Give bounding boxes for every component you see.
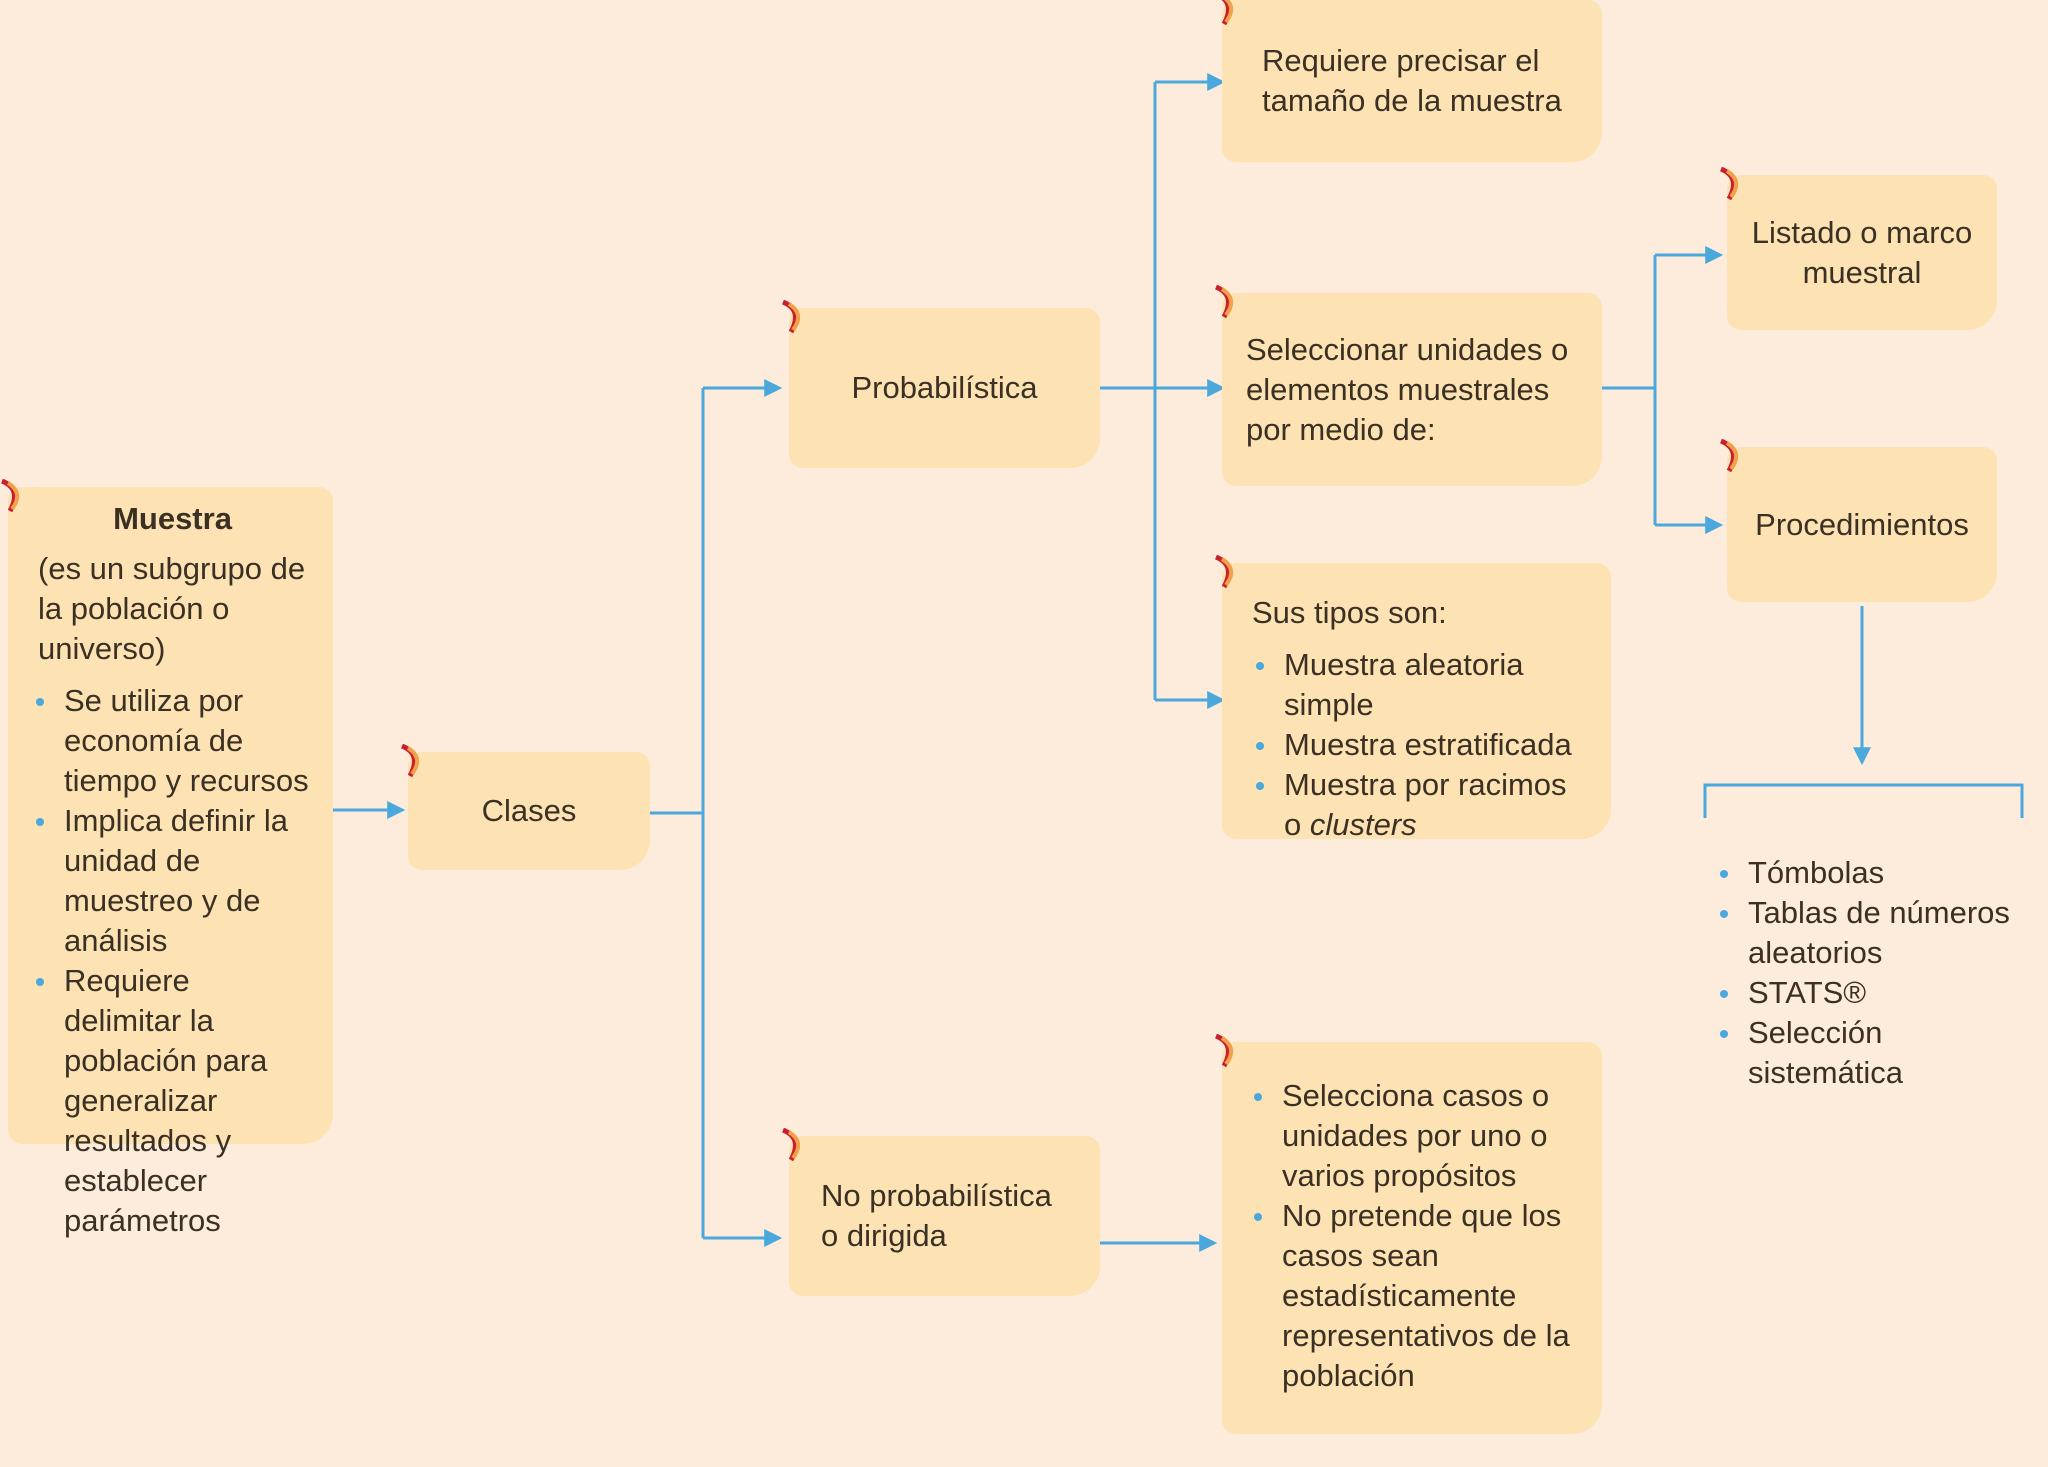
list-item: Tómbolas bbox=[1716, 853, 2036, 893]
muestra-bullets: Se utiliza por economía de tiempo y recu… bbox=[32, 681, 313, 1241]
procedimientos-bracket bbox=[1703, 783, 2024, 818]
probabilistica-label: Probabilística bbox=[851, 370, 1038, 405]
muestra-title: Muestra bbox=[113, 501, 232, 536]
corner-mark-icon bbox=[781, 300, 801, 334]
list-item: Implica definir la unidad de muestreo y … bbox=[32, 801, 313, 961]
list-item: Muestra por racimos o clusters bbox=[1252, 765, 1587, 845]
requiere-box: Requiere precisar el tamaño de la muestr… bbox=[1221, 0, 1602, 162]
procedimientos-box: Procedimientos bbox=[1719, 439, 1997, 602]
corner-mark-icon bbox=[1214, 1034, 1234, 1068]
no-probabilistica-label: No probabilística o dirigida bbox=[821, 1178, 1052, 1253]
probabilistica-box: Probabilística bbox=[781, 300, 1100, 468]
procedimientos-label: Procedimientos bbox=[1755, 506, 1969, 542]
no-prob-detalle-box: Selecciona casos o unidades por uno o va… bbox=[1214, 1034, 1602, 1434]
list-item: Se utiliza por economía de tiempo y recu… bbox=[32, 681, 313, 801]
clusters-italic: clusters bbox=[1309, 807, 1417, 842]
list-item: Selecciona casos o unidades por uno o va… bbox=[1250, 1076, 1574, 1196]
list-item: No pretende que los casos sean estadísti… bbox=[1250, 1196, 1574, 1396]
muestra-box: Muestra (es un subgrupo de la población … bbox=[0, 479, 333, 1238]
tipos-list: Muestra aleatoria simple Muestra estrati… bbox=[1252, 645, 1587, 845]
corner-mark-icon bbox=[1221, 0, 1234, 26]
list-item: Requiere delimitar la población para gen… bbox=[32, 961, 313, 1241]
no-prob-detalle-list: Selecciona casos o unidades por uno o va… bbox=[1250, 1076, 1574, 1396]
list-item: STATS® bbox=[1716, 973, 2036, 1013]
tipos-heading: Sus tipos son: bbox=[1252, 595, 1447, 630]
requiere-label: Requiere precisar el tamaño de la muestr… bbox=[1262, 43, 1562, 118]
clases-label: Clases bbox=[481, 793, 577, 828]
corner-mark-icon bbox=[1214, 555, 1234, 589]
seleccionar-label: Seleccionar unidades o elementos muestra… bbox=[1246, 331, 1569, 447]
list-item: Muestra aleatoria simple bbox=[1252, 645, 1587, 725]
no-probabilistica-box: No probabilística o dirigida bbox=[781, 1128, 1100, 1296]
seleccionar-box: Seleccionar unidades o elementos muestra… bbox=[1214, 285, 1602, 486]
listado-label: Listado o marco muestral bbox=[1751, 214, 1973, 290]
clases-box: Clases bbox=[400, 744, 650, 870]
corner-mark-icon bbox=[1719, 439, 1739, 473]
list-item: Selección sistemática bbox=[1716, 1013, 2036, 1093]
muestra-subtitle: (es un subgrupo de la población o univer… bbox=[38, 551, 306, 666]
corner-mark-icon bbox=[400, 744, 420, 778]
list-item: Tablas de números aleatorios bbox=[1716, 893, 2036, 973]
list-item: Muestra estratificada bbox=[1252, 725, 1587, 765]
procedimientos-list: Tómbolas Tablas de números aleatorios ST… bbox=[1716, 853, 2036, 1093]
tipos-box: Sus tipos son: Muestra aleatoria simple … bbox=[1214, 555, 1611, 842]
corner-mark-icon bbox=[1214, 285, 1234, 319]
corner-mark-icon bbox=[781, 1128, 801, 1162]
listado-box: Listado o marco muestral bbox=[1719, 167, 1997, 330]
corner-mark-icon bbox=[1719, 167, 1739, 201]
corner-mark-icon bbox=[0, 479, 20, 513]
